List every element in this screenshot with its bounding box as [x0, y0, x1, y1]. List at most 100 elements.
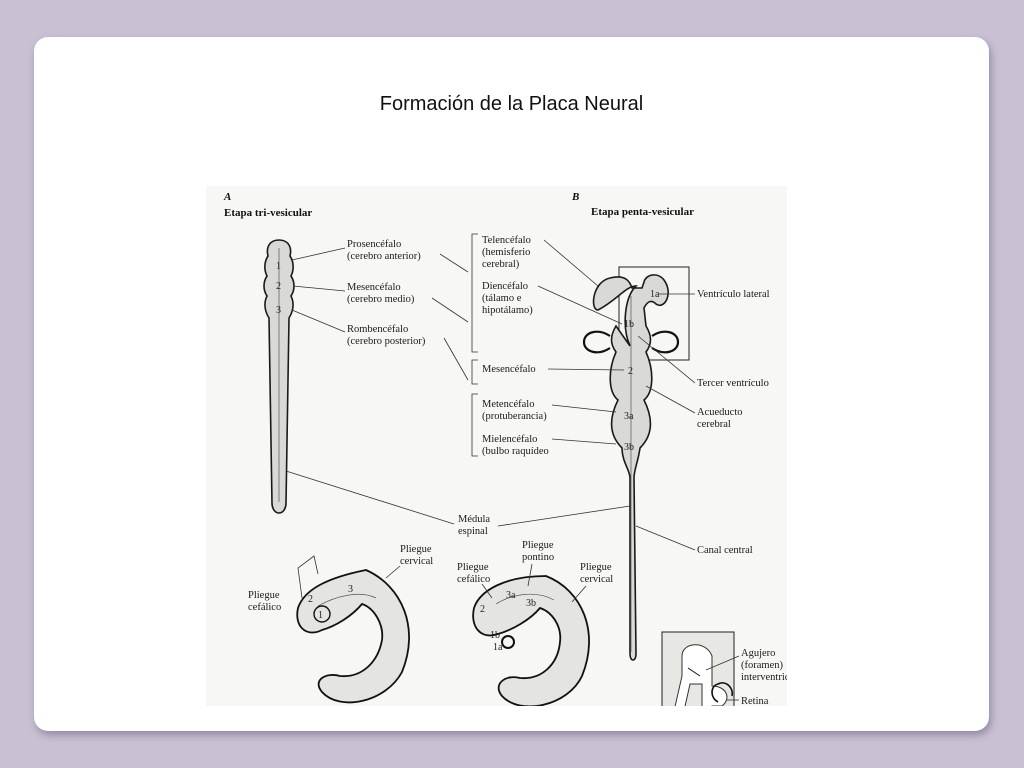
embryo-right-lumen: [495, 593, 555, 605]
leader-acueducto: [645, 385, 696, 414]
leader-rombencefalo: [291, 309, 346, 333]
embryo-right-number-1b: 1b: [490, 630, 500, 641]
penta-vesicle-number-3b: 3b: [624, 442, 634, 453]
label-embryo-left-pliegue-cefalico: Pliegue cefálico: [248, 590, 281, 613]
svg-text:Mesencéfalo: Mesencéfalo: [347, 282, 401, 293]
svg-text:Médula: Médula: [458, 514, 490, 525]
optic-cup-right: [651, 330, 680, 354]
leader-telencefalo: [543, 239, 599, 287]
penta-vesicle-number-2: 2: [628, 366, 633, 377]
embryo-right-number-1a: 1a: [493, 642, 503, 653]
penta-vesicle-number-1b: 1b: [624, 319, 634, 330]
penta-vesicle-number-3a: 3a: [624, 411, 634, 422]
svg-text:Rombencéfalo: Rombencéfalo: [347, 324, 408, 335]
connector-rombencefalo: [443, 337, 469, 381]
label-prosencefalo: Prosencéfalo (cerebro anterior): [347, 239, 421, 262]
label-rombencefalo: Rombencéfalo (cerebro posterior): [347, 324, 426, 347]
label-tercer-ventriculo: Tercer ventrículo: [697, 378, 769, 389]
svg-text:Diencéfalo: Diencéfalo: [482, 281, 528, 292]
label-embryo-right-pliegue-cefalico: Pliegue cefálico: [457, 562, 490, 585]
svg-text:hipotálamo): hipotálamo): [482, 305, 533, 316]
svg-text:cefálico: cefálico: [457, 574, 490, 585]
embryo-left-optic: [313, 605, 331, 623]
leader-embryo-right-cervical: [571, 585, 587, 603]
connector-prosencefalo: [439, 253, 469, 273]
svg-text:Mesencéfalo: Mesencéfalo: [482, 364, 536, 375]
svg-text:(tálamo e: (tálamo e: [482, 293, 522, 304]
embryo-right-number-2: 2: [480, 604, 485, 615]
svg-text:cervical: cervical: [580, 574, 613, 585]
label-diencefalo: Diencéfalo (tálamo e hipotálamo): [482, 281, 533, 316]
label-agujero-interventricular: Agujero (foramen) interventricula: [741, 648, 787, 683]
leader-diencefalo: [537, 285, 623, 325]
leader-embryo-right-pontino: [527, 563, 533, 587]
label-mesencefalo-a: Mesencéfalo (cerebro medio): [347, 282, 415, 305]
panel-b-inset-frame: [618, 266, 690, 361]
neural-tube-diagram: A Etapa tri-vesicular 1 2 3 Prosencéfalo…: [223, 191, 787, 706]
svg-text:Pliegue: Pliegue: [248, 590, 280, 601]
svg-text:cerebral): cerebral): [482, 259, 520, 270]
bracket-mesencefalo: [471, 359, 478, 385]
leader-metencefalo: [551, 404, 617, 413]
leader-medula-a: [285, 470, 455, 525]
bracket-prosencefalo: [471, 233, 478, 353]
leader-medula-b: [497, 505, 631, 527]
tri-vesicle-number-1: 1: [276, 261, 281, 272]
tri-vesicle-number-2: 2: [276, 281, 281, 292]
label-retina: Retina: [741, 696, 769, 706]
embryo-right-number-3b: 3b: [526, 598, 536, 609]
leader-canal-central: [635, 525, 696, 551]
label-embryo-left-pliegue-cervical: Pliegue cervical: [400, 544, 433, 567]
panel-a-letter: A: [223, 191, 231, 203]
inset-optic-cup: [711, 682, 734, 703]
embryo-right-body: [472, 575, 590, 706]
slide: Formación de la Placa Neural A Etapa tri…: [34, 37, 989, 731]
leader-mesencefalo-b: [547, 368, 625, 371]
inset-ventricle-shape: [674, 644, 728, 706]
embryo-right-optic: [501, 635, 515, 649]
svg-text:Pliegue: Pliegue: [457, 562, 489, 573]
label-telencefalo: Telencéfalo (hemisferio cerebral): [482, 235, 531, 270]
svg-text:Prosencéfalo: Prosencéfalo: [347, 239, 401, 250]
penta-vesicle-number-1a: 1a: [650, 289, 660, 300]
svg-text:cefálico: cefálico: [248, 602, 281, 613]
svg-text:(hemisferio: (hemisferio: [482, 247, 530, 258]
label-embryo-right-pliegue-cervical: Pliegue cervical: [580, 562, 613, 585]
panel-b-heading: Etapa penta-vesicular: [591, 206, 694, 218]
svg-text:Acueducto: Acueducto: [697, 407, 742, 418]
embryo-left-number-1: 1: [318, 610, 323, 621]
embryo-left-body: [296, 569, 410, 704]
optic-cup-left: [582, 330, 611, 354]
svg-text:Pliegue: Pliegue: [580, 562, 612, 573]
svg-text:(protuberancia): (protuberancia): [482, 411, 547, 422]
slide-title: Formación de la Placa Neural: [379, 93, 644, 115]
tri-vesicle-number-3: 3: [276, 305, 281, 316]
svg-text:espinal: espinal: [458, 526, 488, 537]
embryo-left-lumen: [317, 594, 377, 607]
inset-arrow: [687, 667, 701, 677]
embryo-left-number-2: 2: [308, 594, 313, 605]
leader-embryo-right-cefalico: [481, 583, 493, 599]
svg-text:(bulbo raquídeo: (bulbo raquídeo: [482, 446, 549, 457]
leader-embryo-left-cefalico: [297, 555, 319, 599]
svg-text:(cerebro anterior): (cerebro anterior): [347, 251, 421, 262]
label-mesencefalo-b: Mesencéfalo: [482, 364, 536, 375]
svg-text:(foramen): (foramen): [741, 660, 783, 671]
svg-text:Metencéfalo: Metencéfalo: [482, 399, 534, 410]
label-embryo-right-pliegue-pontino: Pliegue pontino: [522, 540, 554, 563]
svg-text:(cerebro medio): (cerebro medio): [347, 294, 415, 305]
svg-text:Pliegue: Pliegue: [522, 540, 554, 551]
label-metencefalo: Metencéfalo (protuberancia): [482, 399, 547, 422]
svg-text:Mielencéfalo: Mielencéfalo: [482, 434, 537, 445]
svg-text:cerebral: cerebral: [697, 419, 731, 430]
svg-text:cervical: cervical: [400, 556, 433, 567]
leader-mielencefalo: [551, 438, 617, 445]
leader-prosencefalo: [291, 247, 346, 261]
svg-text:(cerebro posterior): (cerebro posterior): [347, 336, 426, 347]
embryo-left-number-3: 3: [348, 584, 353, 595]
panel-a-heading: Etapa tri-vesicular: [224, 207, 312, 219]
label-acueducto-cerebral: Acueducto cerebral: [697, 407, 742, 430]
label-ventriculo-lateral: Ventrículo lateral: [697, 289, 770, 300]
svg-text:Telencéfalo: Telencéfalo: [482, 235, 531, 246]
neural-tube-figure: A Etapa tri-vesicular 1 2 3 Prosencéfalo…: [206, 186, 787, 706]
